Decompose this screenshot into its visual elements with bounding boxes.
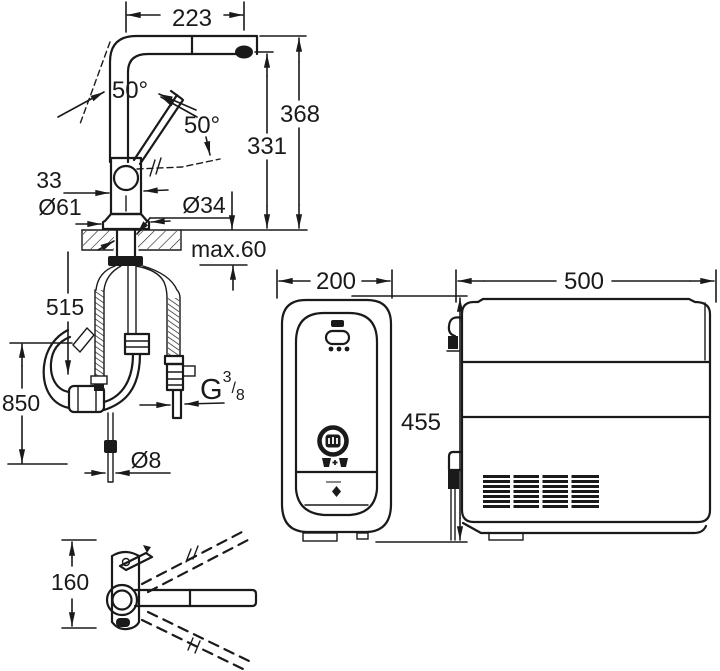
indicator-dots-icon — [328, 346, 350, 352]
mounting-nut — [108, 256, 143, 266]
power-plug-icon — [447, 450, 464, 541]
lever-pivot — [121, 557, 131, 567]
dim-cooler-height: 455 — [401, 409, 441, 436]
arrow-61-right — [150, 218, 171, 225]
dim-swivel-height: 160 — [51, 569, 89, 595]
faucet-front-dimensions: 223 50° 50° 368 331 33 Ø61 — [2, 1, 320, 477]
ext-500 — [455, 269, 717, 303]
braided-hose-left — [95, 290, 104, 376]
cooler-front-outline — [280, 298, 393, 534]
dim-base-diameter: Ø61 — [38, 194, 81, 220]
dim-handle-angle: 50° — [184, 112, 220, 139]
pullout-hose-upper — [127, 265, 137, 335]
cooler-side-view: 500 — [446, 268, 717, 541]
cooler-side-outline — [460, 297, 712, 524]
arrow-33-right — [143, 187, 169, 194]
arrow-50b-up — [160, 96, 198, 118]
hose-curve-left — [95, 265, 122, 291]
arrow-34-left — [97, 240, 115, 251]
dim-filter-hose: Ø8 — [131, 447, 162, 473]
filter-size-button-icon — [317, 425, 349, 457]
cooler-front-panel — [294, 311, 379, 474]
counter-hatch-right — [138, 231, 180, 249]
drop-icon — [332, 486, 341, 497]
hose-end-fitting — [90, 375, 108, 385]
braided-hose-right-edges — [166, 297, 181, 357]
spout-inner-line — [126, 52, 252, 164]
pullout-symbol — [72, 326, 95, 354]
handle-lever-flat — [136, 158, 221, 170]
swivel-ref-line — [79, 41, 111, 125]
hose-weight — [67, 384, 106, 414]
dim-cooler-width: 200 — [316, 268, 356, 295]
dim-spout-reach: 223 — [172, 5, 212, 32]
spout-swivel-up — [140, 530, 250, 594]
break-down — [187, 637, 201, 654]
display-pill-icon — [324, 329, 351, 346]
spout-outer-line — [108, 34, 259, 164]
dim-body-width: 33 — [36, 167, 62, 193]
spout-swivel-down — [140, 610, 251, 671]
vent-grille — [483, 473, 599, 510]
hose-loop-left — [42, 328, 72, 410]
dim-hose-length: 515 — [46, 294, 84, 320]
break-up — [185, 545, 199, 563]
valve-pipe — [171, 388, 183, 420]
arrow-g38-right — [184, 400, 225, 407]
braided-hose-left-edges — [94, 289, 105, 377]
dim-cooler-depth: 500 — [564, 268, 604, 295]
ext-223 — [125, 1, 245, 33]
swivel-ring-outer — [105, 583, 139, 617]
cooler-front-foot-left — [302, 532, 338, 542]
cooler-side-foot — [488, 532, 524, 541]
faucet-swivel-view: 160 — [51, 530, 258, 671]
dim-shank-diameter: Ø34 — [182, 192, 226, 218]
hose-end-cap — [94, 384, 104, 391]
filter-hose-connector — [104, 440, 117, 453]
swivel-base-detail — [116, 618, 130, 627]
arrow-34-right — [136, 217, 151, 235]
water-inlet-icon — [446, 316, 464, 352]
arrow-50b-down — [204, 136, 211, 156]
hose-loop-right — [102, 352, 142, 412]
dim-connection-height: 850 — [2, 390, 40, 416]
arrow-50a-right — [158, 93, 197, 111]
valve-outlet — [182, 365, 196, 377]
dim-total-height: 368 — [280, 101, 320, 128]
cooler-front-panel-bottom — [294, 470, 379, 517]
hose-curve-right — [135, 265, 181, 299]
dim-max-counter: max.60 — [191, 236, 266, 262]
cooler-front-foot-right — [356, 532, 369, 540]
cooler-side-base — [461, 521, 708, 535]
faucet-front-view — [42, 34, 308, 483]
valve-body — [165, 362, 185, 392]
lever-top-view — [118, 551, 154, 572]
aerator — [235, 45, 253, 59]
dim-spout-height: 331 — [247, 133, 287, 160]
dim-swivel-angle: 50° — [112, 77, 148, 104]
valve-lines — [166, 371, 184, 386]
glasses-plus-icon — [322, 458, 348, 467]
escutcheon — [101, 212, 151, 231]
arrow-50a-left — [57, 91, 105, 118]
shank — [115, 228, 137, 258]
braided-hose-right — [168, 298, 179, 356]
lever-break-marks — [149, 157, 162, 177]
swivel-ring-inner — [111, 589, 133, 611]
spout-top-view — [133, 588, 258, 608]
cooler-front-view: 200 455 — [276, 268, 468, 543]
valve-nut — [163, 354, 185, 366]
counter-hatch-left — [83, 231, 114, 249]
hose-coupling — [123, 332, 151, 356]
lever-tip-arrow — [143, 545, 151, 553]
ext-200 — [276, 269, 393, 299]
status-led-icon — [331, 320, 344, 327]
handle-knob — [112, 164, 140, 192]
dim-thread: G3/8 — [200, 369, 245, 406]
